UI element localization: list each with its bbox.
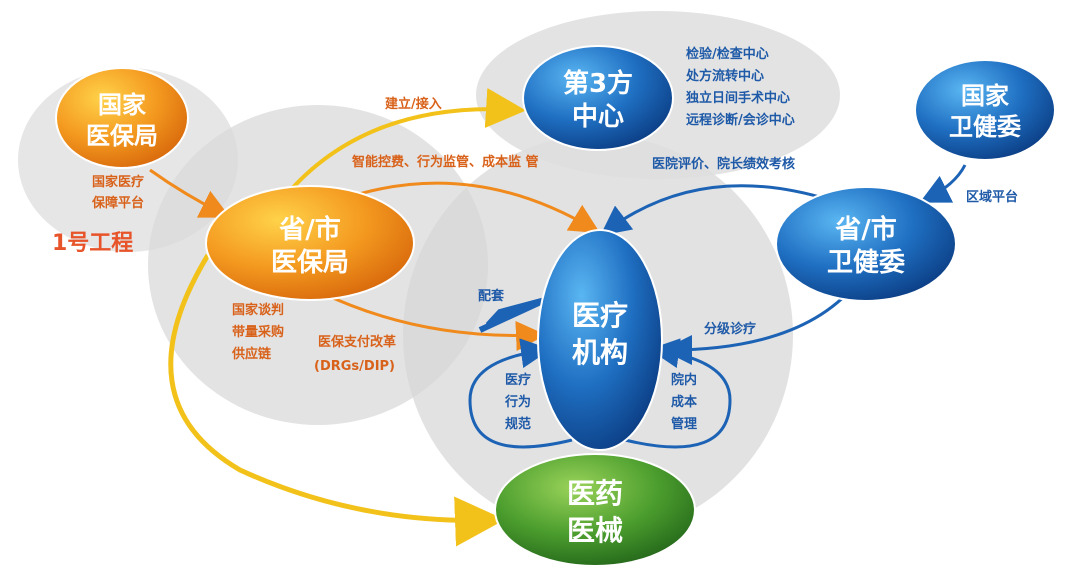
- node-label-line1: 国家: [961, 82, 1009, 110]
- node-medical-institution[interactable]: 医疗 机构: [537, 229, 663, 451]
- node-label-line1: 第3方: [563, 68, 633, 99]
- edge-labels: 1号工程 国家医疗 保障平台 建立/接入 智能控费、行为监管、成本监 管 医院评…: [52, 96, 1018, 432]
- regional-platform-label: 区域平台: [966, 189, 1018, 205]
- third-party-services-list: 检验/检查中心 处方流转中心 独立日间手术中心 远程诊断/会诊中心: [685, 46, 795, 128]
- project-one-label: 1号工程: [52, 231, 133, 256]
- behavior-norm-label-line1: 医疗: [505, 372, 531, 388]
- service-item: 处方流转中心: [685, 68, 764, 84]
- smart-control-label: 智能控费、行为监管、成本监 管: [352, 154, 539, 170]
- node-label-line1: 国家: [98, 91, 146, 119]
- hospital-evaluation-label: 医院评价、院长绩效考核: [652, 156, 795, 172]
- node-label-line2: 卫健委: [827, 248, 905, 278]
- national-platform-label-line2: 保障平台: [91, 195, 144, 211]
- arrow-supporting: [478, 297, 547, 333]
- cost-management-label-line1: 院内: [671, 372, 697, 388]
- node-label-line2: 中心: [572, 102, 624, 132]
- behavior-norm-label-line2: 行为: [504, 394, 531, 410]
- build-connect-label: 建立/接入: [385, 96, 442, 112]
- node-label-line1: 医疗: [572, 299, 628, 332]
- arrow-smart-control: [339, 181, 601, 234]
- arrow-hospital-evaluation: [600, 184, 831, 236]
- procurement-label-line3: 供应链: [231, 346, 272, 362]
- node-label-line2: 机构: [572, 336, 628, 369]
- node-label-line1: 省/市: [278, 214, 341, 245]
- cost-management-label-line2: 成本: [671, 394, 697, 410]
- payment-reform-label-line1: 医保支付改革: [318, 334, 396, 350]
- arrow-procurement: [168, 253, 505, 547]
- hierarchical-treatment-label: 分级诊疗: [704, 321, 756, 337]
- cost-management-label-line3: 管理: [671, 416, 697, 432]
- service-item: 远程诊断/会诊中心: [686, 112, 795, 128]
- node-label-line2: 医保局: [86, 122, 158, 150]
- payment-reform-label-line2: (DRGs/DIP): [314, 359, 395, 374]
- service-item: 检验/检查中心: [686, 46, 769, 62]
- procurement-label-line2: 带量采购: [232, 324, 284, 340]
- node-label-line1: 省/市: [834, 214, 897, 245]
- node-national-medical-insurance[interactable]: 国家 医保局: [55, 67, 189, 169]
- arrow-build-connect: [276, 88, 526, 207]
- arrow-payment-reform: [319, 290, 546, 351]
- service-item: 独立日间手术中心: [686, 90, 790, 106]
- procurement-label-line1: 国家谈判: [232, 302, 284, 318]
- supporting-label: 配套: [478, 288, 505, 304]
- arrow-hierarchical-treatment: [662, 284, 857, 365]
- loop-behavior-norm: [468, 338, 573, 449]
- arrow-national-to-provincial-health: [919, 164, 967, 203]
- node-label-line2: 医保局: [271, 248, 349, 278]
- node-label-line2: 医械: [567, 514, 623, 547]
- node-provincial-medical-insurance[interactable]: 省/市 医保局: [205, 185, 415, 301]
- national-platform-label-line1: 国家医疗: [92, 174, 144, 190]
- loop-cost-management: [624, 338, 732, 449]
- node-label-line1: 医药: [567, 477, 623, 510]
- node-third-party-center[interactable]: 第3方 中心: [522, 45, 674, 151]
- node-provincial-health-commission[interactable]: 省/市 卫健委: [775, 186, 957, 302]
- arrow-national-to-provincial-insurance: [149, 168, 231, 218]
- node-label-line2: 卫健委: [949, 113, 1021, 141]
- node-national-health-commission[interactable]: 国家 卫健委: [914, 59, 1056, 161]
- behavior-norm-label-line3: 规范: [505, 416, 531, 432]
- connectors: [149, 88, 967, 547]
- node-medicine-devices[interactable]: 医药 医械: [494, 453, 696, 567]
